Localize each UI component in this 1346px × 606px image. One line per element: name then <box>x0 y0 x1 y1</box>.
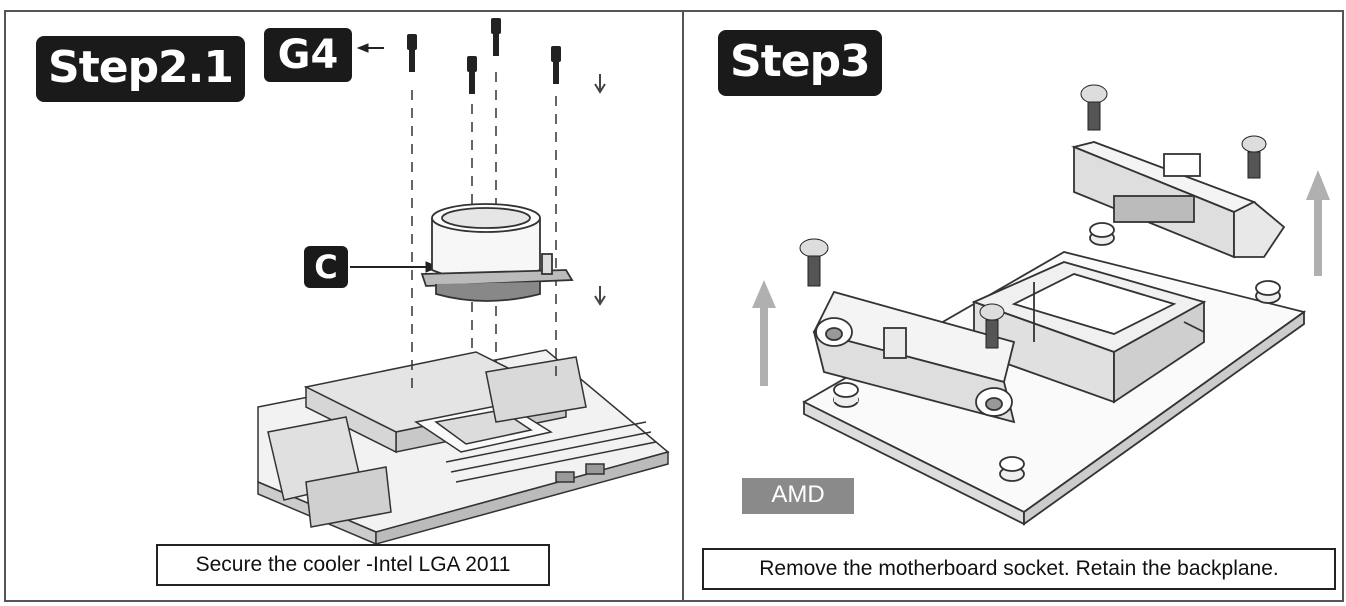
step-2-1-panel: Step2.1 G4 C Secure the cooler -Intel LG… <box>4 10 684 602</box>
screw-part-label: G4 <box>264 28 352 82</box>
platform-tag: AMD <box>742 478 854 514</box>
cpu-socket-illustration <box>971 261 1207 404</box>
pointer-arrow-icon <box>350 43 440 273</box>
retention-bracket-right <box>1071 141 1286 259</box>
step-3-panel: Step3 AMD Remove the motherboard socket.… <box>682 10 1344 602</box>
intel-install-illustration <box>257 18 670 546</box>
step-caption: Remove the motherboard socket. Retain th… <box>702 548 1336 590</box>
arrow-down-icon <box>594 74 606 306</box>
cooler-pump-illustration <box>420 203 574 302</box>
amd-socket-illustration <box>752 84 1330 526</box>
step-label: Step2.1 <box>36 36 246 102</box>
screw-icon <box>407 18 561 94</box>
step-label: Step3 <box>718 30 882 96</box>
retention-bracket-left <box>812 290 1016 424</box>
cooler-part-label: C <box>304 246 348 288</box>
screw-icon <box>799 84 1267 349</box>
step-caption: Secure the cooler -Intel LGA 2011 <box>156 544 550 586</box>
motherboard-illustration <box>257 349 670 546</box>
arrow-up-icon <box>752 170 1330 386</box>
